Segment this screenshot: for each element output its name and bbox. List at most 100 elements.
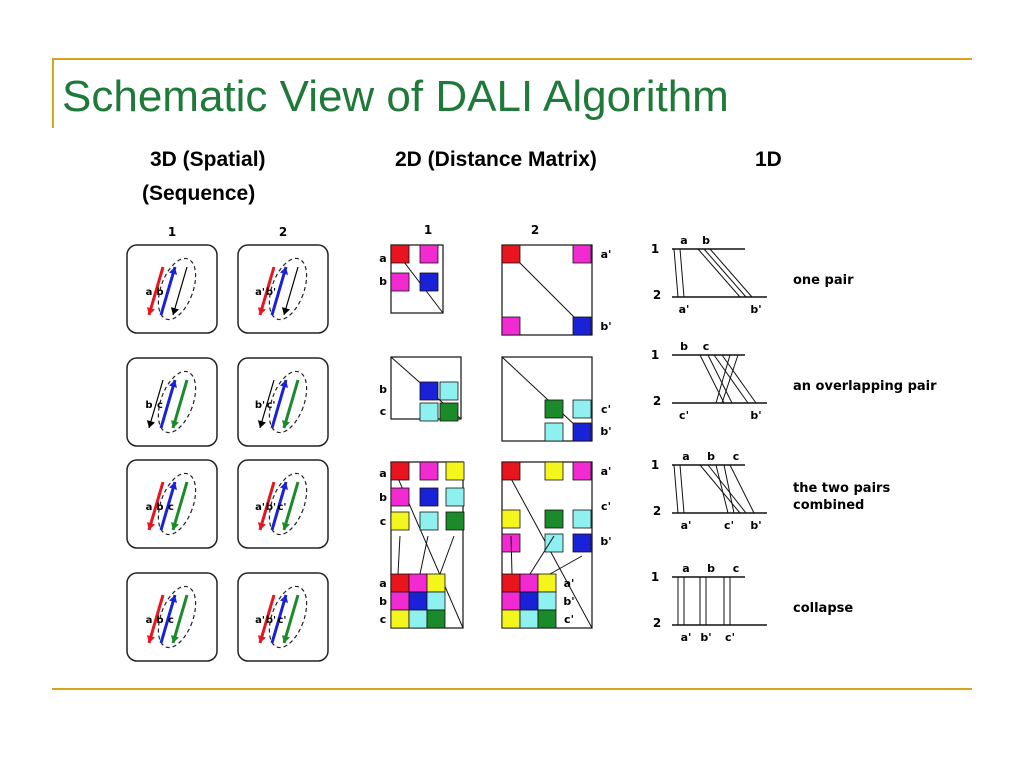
panel-3d-r2-c1-strand-3 <box>170 379 189 429</box>
panel-3d-r1-c1-strand-1 <box>146 266 165 316</box>
frame-top-rule <box>52 58 972 60</box>
m-r4l-2-1 <box>408 609 428 629</box>
panel-3d-r4-c1-strand-3-head <box>170 635 179 643</box>
panel-3d-r2-c2 <box>237 357 329 447</box>
panel-3d-r2-c2-strand-3-head <box>281 420 290 428</box>
m-r2l-bc <box>439 381 459 401</box>
panel-3d-r1-c2-label-2: b' <box>266 287 276 298</box>
panel-3d-r2-c1-strand-2 <box>159 379 178 429</box>
heading-2d: 2D (Distance Matrix) <box>395 148 597 171</box>
col-label-2-3d: 2 <box>279 225 287 239</box>
seq-r1-conn-3 <box>697 248 741 298</box>
col-label-1-2d: 1 <box>424 223 432 237</box>
seq-r1-conn-4 <box>703 248 747 298</box>
m-r3r-cc <box>544 509 564 529</box>
seq-r3-conn-2 <box>679 464 685 514</box>
panel-3d-r3-c1-strand-3-shaft <box>171 481 189 531</box>
m-r3r-ca <box>501 509 521 529</box>
panel-3d-r1-c2-strand-1 <box>257 266 276 316</box>
seq-r3-bottom-label-2: c' <box>724 519 734 532</box>
seq-r4-top-label-3: c <box>733 562 740 575</box>
panel-3d-r1-c2-strand-1-head <box>257 307 266 315</box>
panel-3d-r4-c2-strand-3-shaft <box>282 594 300 644</box>
seq-r1-conn-1 <box>673 248 679 298</box>
mlabel-r1r-2: b' <box>600 320 611 333</box>
panel-3d-r2-c1 <box>126 357 218 447</box>
panel-3d-r3-c2-strand-2-shaft <box>270 481 288 531</box>
panel-3d-r1-c1 <box>126 244 218 334</box>
m-r1l-aa <box>390 244 410 264</box>
seq-r4-level-1: 1 <box>651 570 659 584</box>
seq-r4-top-label-1: a <box>682 562 689 575</box>
seq-r2-caption-1: an overlapping pair <box>793 379 937 394</box>
seq-r2-conn-1 <box>699 354 725 404</box>
seq-r2-bottom-label-1: c' <box>679 409 689 422</box>
panel-3d-r2-c2-strand-1 <box>257 379 275 429</box>
m-r4l-2-0 <box>390 609 410 629</box>
frame-left-rule <box>52 58 54 128</box>
seq-r1-top-label-1: a <box>680 234 687 247</box>
panel-3d-r4-c2-strand-3 <box>281 594 300 644</box>
panel-3d-r3-c1-strand-1-shaft <box>147 481 165 531</box>
m-r1l-ab <box>419 244 439 264</box>
panel-3d-r1-c1-label-2: b <box>156 287 163 298</box>
m-r2l-bb <box>419 381 439 401</box>
seq-r4-bottom-label-2: b' <box>700 631 711 644</box>
seq-r4-level-2: 2 <box>653 616 661 630</box>
panel-3d-r2-c2-strand-3-shaft <box>282 379 300 429</box>
m-r3r-ab <box>572 461 592 481</box>
panel-3d-r4-c1-label-2: b <box>156 615 163 626</box>
panel-3d-r4-c1-strand-3 <box>170 594 189 644</box>
panel-3d-r4-c2-strand-1-shaft <box>258 594 276 644</box>
m-r4l-0-1 <box>408 573 428 593</box>
mlabel-r1l-1: a <box>379 252 386 265</box>
panel-3d-r2-c2-label-1: b' <box>255 400 265 411</box>
panel-3d-r3-c1-strand-2 <box>159 481 178 531</box>
m-r3l-cc <box>445 511 465 531</box>
matrix-connector-4 <box>510 535 513 575</box>
seq-r2-conn-2 <box>707 354 733 404</box>
panel-3d-r4-c2-label-1: a' <box>255 615 265 626</box>
panel-3d-r4-c1-strand-1 <box>146 594 165 644</box>
panel-3d-r4-c2-strand-3-head <box>281 635 290 643</box>
m-r4r-0-1 <box>519 573 539 593</box>
panel-3d-r4-c2-loop <box>268 585 308 649</box>
panel-3d-r2-c1-strand-1-head <box>146 420 155 428</box>
panel-3d-r3-c2-label-1: a' <box>255 502 265 513</box>
panel-3d-r3-c2-strand-1 <box>257 481 276 531</box>
seq-r1-bottom-label-1: a' <box>679 303 690 316</box>
panel-3d-r3-c2-strand-1-head <box>257 522 266 530</box>
panel-3d-r2-c2-loop <box>268 370 308 434</box>
panel-3d-r4-c2-label-2: b' <box>266 615 276 626</box>
panel-3d-r4-c1-strand-2 <box>159 594 178 644</box>
m-r3l-ab <box>419 461 439 481</box>
m-r4r-2-1 <box>519 609 539 629</box>
panel-3d-r2-c2-strand-2-shaft <box>270 379 288 429</box>
panel-3d-r3-c1-strand-2-head <box>169 482 178 490</box>
panel-3d-r1-c1-loop <box>157 257 197 321</box>
panel-3d-r1-c2-strand-3-shaft <box>283 266 299 316</box>
panel-3d-r2-c1-strand-3-head <box>170 420 179 428</box>
m-r3l-ac <box>445 461 465 481</box>
panel-3d-r4-c1-loop <box>157 585 197 649</box>
mlabel-r3r-1: a' <box>601 465 612 478</box>
m-r4l-1-0 <box>390 591 410 611</box>
m-r2r-cc <box>544 399 564 419</box>
panel-3d-r4-c1-strand-3-shaft <box>171 594 189 644</box>
mlabel-r3l-1: a <box>379 467 386 480</box>
panel-3d-r1-c2 <box>237 244 329 334</box>
panel-3d-r3-c1-loop <box>157 472 197 536</box>
panel-3d-r4-c2-strand-1 <box>257 594 276 644</box>
mlabel-r4r-3: c' <box>564 613 574 626</box>
m-r4l-2-2 <box>426 609 446 629</box>
seq-r4-bottom-label-1: a' <box>681 631 692 644</box>
m-r3r-bb <box>572 533 592 553</box>
m-r3l-ca <box>390 511 410 531</box>
m-r3l-ba <box>390 487 410 507</box>
seq-r3-conn-3 <box>699 464 741 514</box>
panel-3d-r4-c1-strand-1-head <box>146 635 155 643</box>
m-r3l-bb <box>419 487 439 507</box>
m-r4l-1-2 <box>426 591 446 611</box>
col-label-1-3d: 1 <box>168 225 176 239</box>
panel-3d-r2-c1-strand-1-shaft <box>148 379 164 429</box>
